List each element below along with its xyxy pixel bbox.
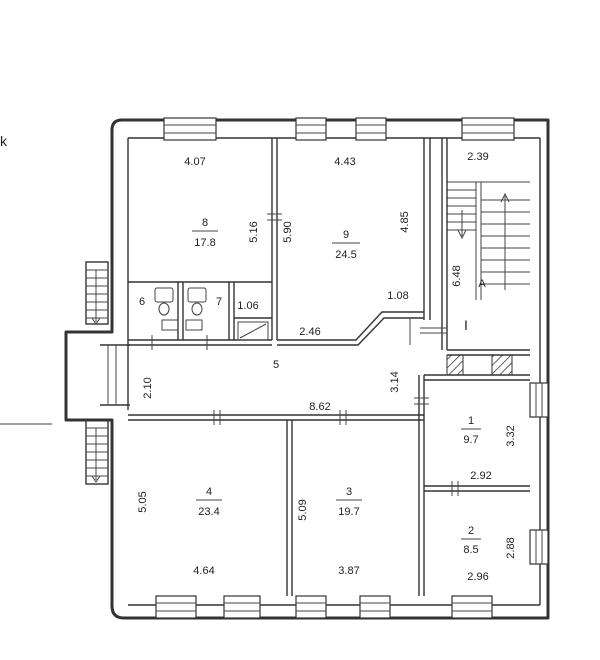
outer-wall [64,118,550,620]
room-label-6: 6 [139,296,145,308]
room-id: 4 [206,486,212,498]
margin-mark: k [0,133,8,149]
room-area: 17.8 [194,237,215,249]
dimension: 4.07 [184,156,205,168]
dimension: 2.46 [299,326,320,338]
dimension: 6.48 [451,265,463,286]
dimension: 4.64 [193,565,214,577]
dimension: 2.39 [467,151,488,163]
room-label-1: 1 9.7 [461,415,481,446]
room-area: 8.5 [463,544,478,556]
dimension: 8.62 [309,401,330,413]
room-id: 8 [202,217,208,229]
room-area: 23.4 [198,506,219,518]
dimension: 3.14 [389,371,401,392]
dimension: 5.90 [282,221,294,242]
room-label-9: 9 24.5 [332,229,360,261]
dimension: 5.05 [137,491,149,512]
room-label-5: 5 [273,359,279,371]
dimension: 1.08 [387,290,408,302]
room-label-2: 2 8.5 [461,525,481,556]
dimension: 5.09 [297,499,309,520]
dimension: 1.06 [237,300,258,312]
dimension-labels: 4.07 5.16 4.43 5.90 4.85 2.39 6.48 1.06 … [137,151,517,583]
external-stair-lower [85,419,109,485]
room-label-8: 8 17.8 [192,217,218,249]
room-label-7: 7 [216,296,222,308]
external-stair-upper [85,261,109,325]
dimension: 4.43 [334,156,355,168]
dimension: 2.92 [470,470,491,482]
room-id: 2 [468,525,474,537]
dimension: 3.32 [505,425,517,446]
room-id: 9 [343,229,349,241]
dimension: 5.16 [248,221,260,242]
stair-label: A [478,278,486,290]
dimension: 3.87 [338,565,359,577]
windows-right [529,382,549,565]
room-id: 3 [346,486,352,498]
room-label-3: 3 19.7 [336,486,362,518]
interior-stair [446,181,530,376]
room-label-4: 4 23.4 [196,486,222,518]
windows-top [163,117,515,141]
entrance-porch [100,344,130,406]
section-mark: I [464,317,468,333]
room-area: 19.7 [338,506,359,518]
wc-fixtures [154,287,269,341]
dimension: 2.88 [505,537,517,558]
room-id: 1 [468,415,474,427]
room-area: 24.5 [335,249,356,261]
door-marks [151,213,459,496]
dimension: 2.96 [467,571,488,583]
dimension: 2.10 [142,377,154,398]
room-area: 9.7 [463,434,478,446]
windows-bottom [155,595,493,619]
dimension: 4.85 [399,211,411,232]
